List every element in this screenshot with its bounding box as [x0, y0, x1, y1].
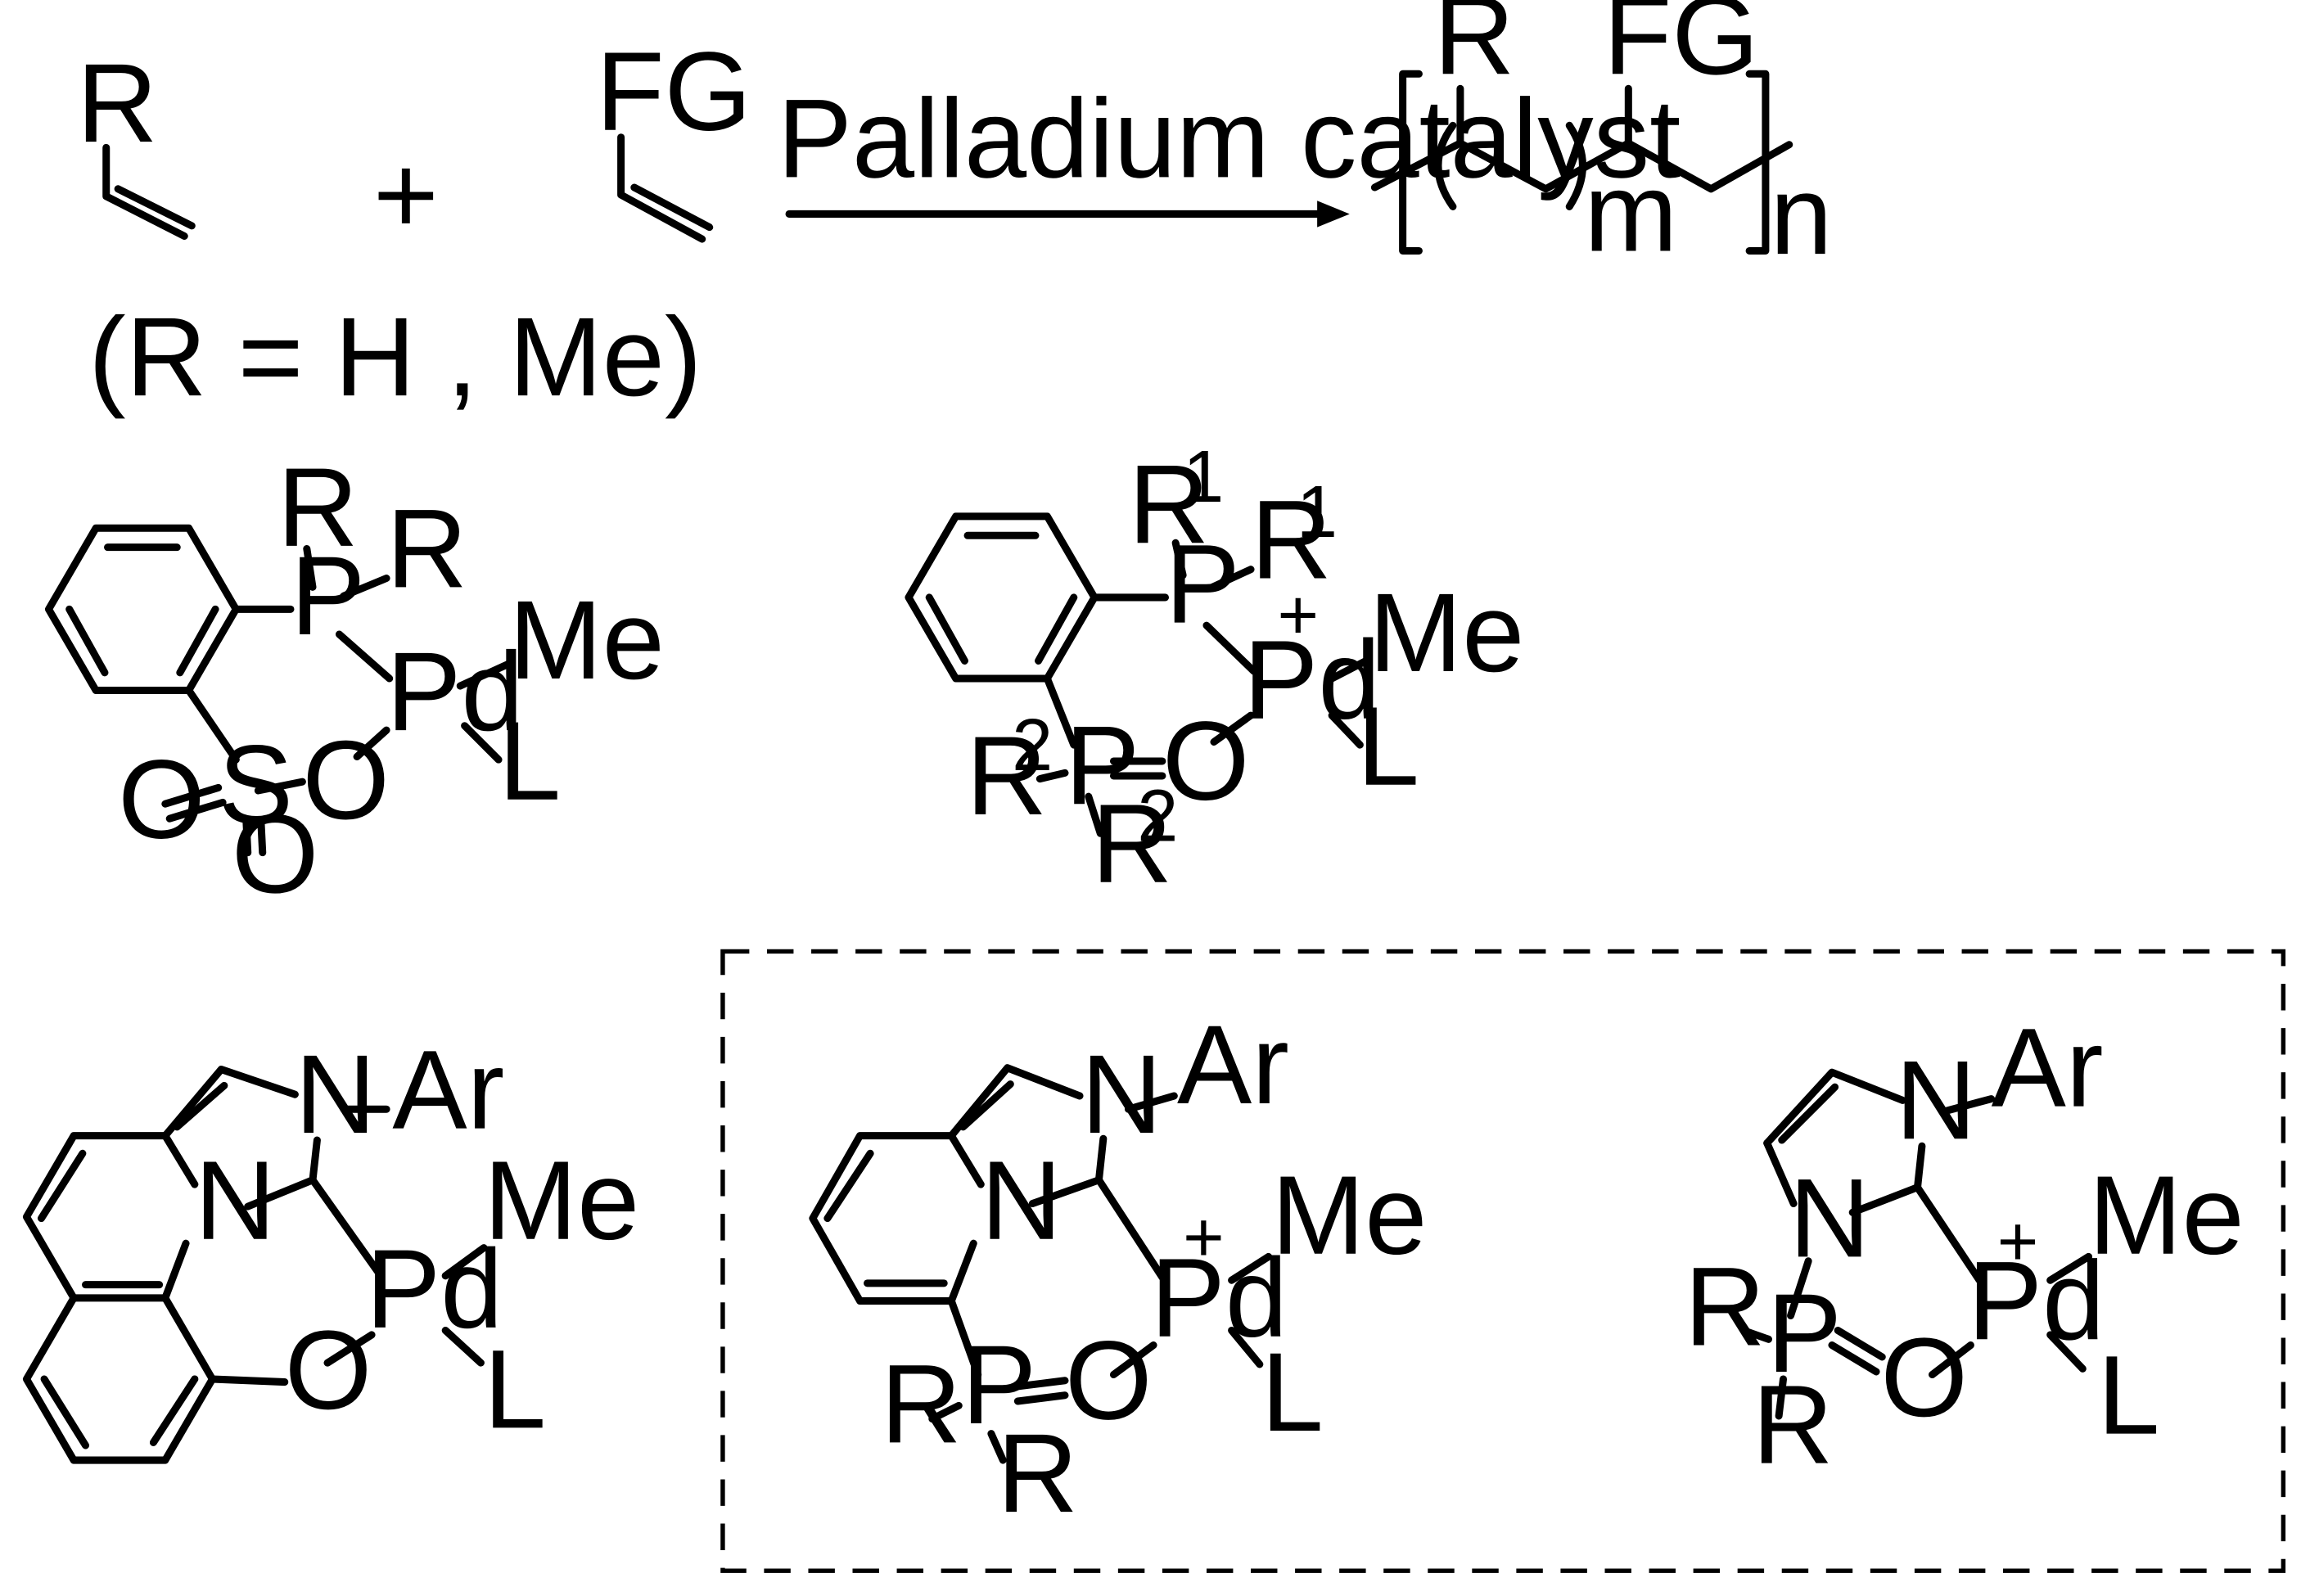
- monomer-polar-vinyl: FG: [596, 29, 751, 243]
- cat5-methyl: Me: [2089, 1153, 2245, 1278]
- cat1-oxygen-2: O: [232, 791, 319, 917]
- cat4-oxygen: O: [1065, 1319, 1153, 1444]
- reaction: R + FG Palladium catalyst R FG m n: [77, 0, 1833, 420]
- plus-sign: +: [373, 133, 439, 258]
- cat4-nitrogen-top: N: [1081, 1032, 1162, 1157]
- cat4-phosphorus: P: [962, 1323, 1036, 1448]
- highlight-box: [720, 949, 2286, 1573]
- monomer-olefin: R: [77, 41, 196, 240]
- cat3-methyl: Me: [484, 1138, 639, 1264]
- cat2-phosphorus-oxide: P: [1065, 703, 1139, 828]
- cat5-palladium: Pd: [1968, 1238, 2105, 1364]
- reaction-arrow: Palladium catalyst: [778, 76, 1681, 228]
- monomer-polar-vinyl-substituent: FG: [596, 29, 751, 155]
- cat1-palladium: Pd: [386, 629, 523, 755]
- cat3-nitrogen-top: N: [295, 1032, 376, 1157]
- cat4-charge: +: [1183, 1198, 1225, 1277]
- polymer-substituent-fg: FG: [1604, 0, 1759, 98]
- cat2-r2-a-superscript: 2: [1012, 704, 1053, 787]
- cat4-ligand-l: L: [1261, 1330, 1324, 1455]
- cat5-aryl: Ar: [1992, 1006, 2104, 1131]
- cat2-phosphorus: P: [1166, 522, 1240, 647]
- cat2-r1-a: R: [1128, 442, 1209, 567]
- cat1-r-group-a: R: [277, 445, 359, 570]
- cat1-sulfur: S: [219, 723, 293, 848]
- cat3-ligand-l: L: [484, 1327, 546, 1452]
- cat1-oxygen-1: O: [118, 737, 205, 863]
- cat2-palladium: Pd: [1243, 618, 1381, 743]
- cat2-r2-a: R: [966, 714, 1047, 839]
- cat1-oxygen-ring: O: [302, 718, 390, 843]
- cat2-r1-b-superscript: 1: [1297, 471, 1338, 553]
- monomer-olefin-substituent: R: [77, 41, 158, 166]
- polymer-substituent-r: R: [1433, 0, 1514, 98]
- catalyst-phosphine-sulfonate: P R R Pd Me L S O O O: [44, 445, 665, 917]
- cat4-r-group-a: R: [881, 1341, 962, 1467]
- repeat-index-m: m: [1584, 150, 1677, 275]
- cat5-r-group-a: R: [1685, 1245, 1766, 1370]
- cat5-oxygen: O: [1880, 1315, 1968, 1440]
- cat1-phosphorus: P: [291, 534, 365, 659]
- cat2-r2-b: R: [1091, 782, 1172, 907]
- copolymer-product: R FG m n: [1370, 0, 1832, 278]
- catalyst-bisphosphine-monoxide: P R 1 R 1 + Pd Me L P O R 2 R 2: [905, 435, 1524, 907]
- cat3-oxygen: O: [285, 1308, 372, 1433]
- cat5-phosphorus: P: [1767, 1271, 1842, 1396]
- cat2-methyl: Me: [1369, 570, 1524, 696]
- cat5-charge: +: [1997, 1202, 2039, 1281]
- cat1-ligand-l: L: [499, 699, 561, 824]
- cat2-r1-a-superscript: 1: [1183, 435, 1224, 518]
- cat2-oxygen: O: [1162, 699, 1250, 824]
- cat2-ligand-l: L: [1357, 684, 1419, 809]
- cat3-nitrogen-ring: N: [195, 1138, 276, 1264]
- catalyst-nhc-phosphine-oxide-imidazole: N Ar N + Pd Me L P O R R: [1685, 1006, 2245, 1488]
- cat5-r-group-b: R: [1753, 1363, 1834, 1488]
- reaction-arrow-label: Palladium catalyst: [778, 76, 1681, 201]
- cat4-aryl: Ar: [1177, 1003, 1289, 1128]
- cat4-r-group-b: R: [997, 1411, 1078, 1536]
- cat1-r-group-b: R: [386, 486, 467, 611]
- cat3-palladium: Pd: [366, 1227, 503, 1352]
- cat2-r2-b-superscript: 2: [1137, 774, 1178, 857]
- catalyst-nhc-phosphine-oxide-pyridine: N Ar N + Pd Me L P O R R: [809, 1003, 1427, 1536]
- cat4-nitrogen-ring: N: [981, 1138, 1062, 1264]
- cat3-aryl: Ar: [392, 1028, 504, 1153]
- cat5-ligand-l: L: [2097, 1333, 2159, 1458]
- substituent-condition: (R = H , Me): [88, 295, 702, 420]
- catalyst-nhc-phenoxide: N Ar N Pd Me L O: [22, 1028, 639, 1464]
- cat2-charge: +: [1277, 575, 1319, 654]
- cat5-nitrogen-ring: N: [1789, 1156, 1870, 1281]
- cat2-r1-b: R: [1251, 478, 1332, 603]
- cat5-nitrogen-top: N: [1895, 1038, 1976, 1163]
- cat1-methyl: Me: [509, 578, 665, 703]
- cat4-palladium: Pd: [1151, 1236, 1288, 1361]
- repeat-index-n: n: [1770, 153, 1832, 278]
- cat4-methyl: Me: [1271, 1153, 1427, 1278]
